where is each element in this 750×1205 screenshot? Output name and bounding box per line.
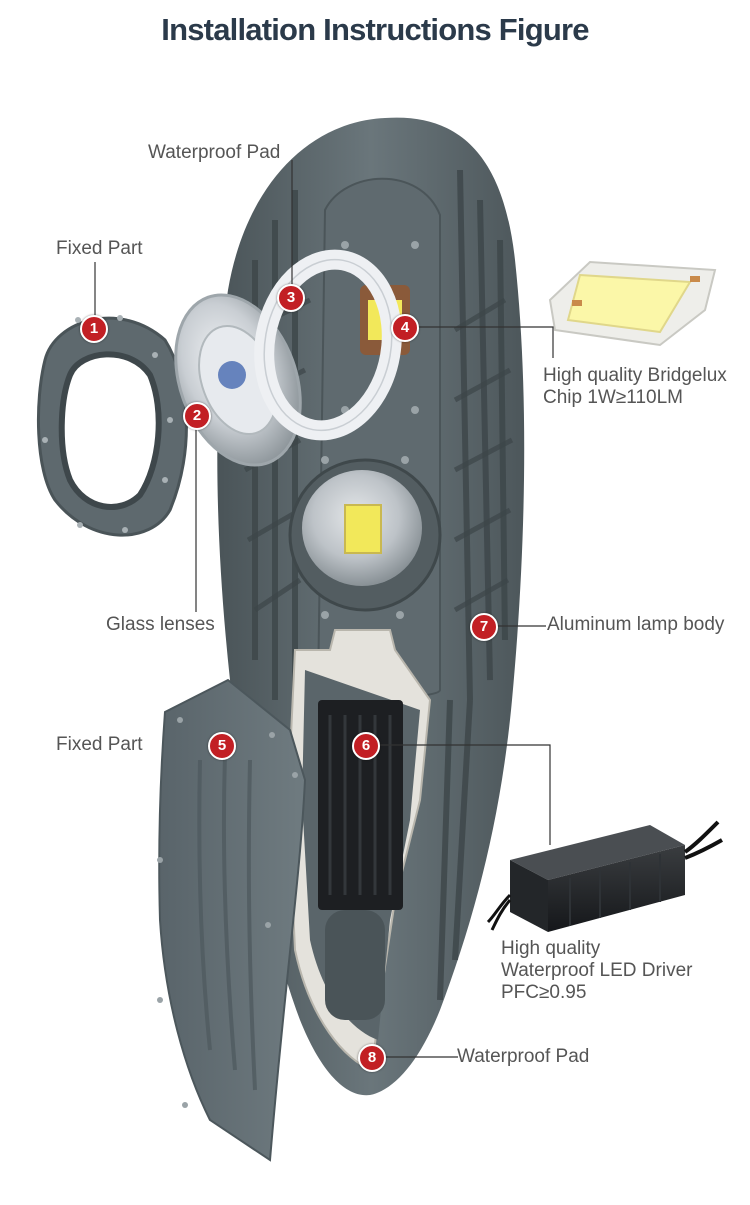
label-aluminum-lamp-body: Aluminum lamp body [547,614,725,635]
fixed-part-ring [36,315,188,537]
label-driver-line3: PFC≥0.95 [501,982,587,1003]
label-chip-line2: Chip 1W≥110LM [543,387,683,408]
led-chip-image [548,260,717,347]
label-waterproof-pad-bottom: Waterproof Pad [457,1046,590,1067]
marker-4: 4 [391,314,419,342]
label-chip-line1: High quality Bridgelux [543,365,727,386]
label-waterproof-pad-top: Waterproof Pad [148,142,281,163]
marker-5: 5 [208,732,236,760]
marker-8: 8 [358,1044,386,1072]
led-driver-image [486,820,723,932]
marker-6: 6 [352,732,380,760]
label-glass-lenses: Glass lenses [106,614,215,635]
marker-7: 7 [470,613,498,641]
label-fixed-part-bottom: Fixed Part [56,734,143,755]
fixed-part-cover [157,678,307,1162]
waterproof-pad-ring [254,249,402,441]
marker-1: 1 [80,315,108,343]
marker-3: 3 [277,284,305,312]
label-fixed-part-top: Fixed Part [56,238,143,259]
label-led-driver: High quality Waterproof LED Driver PFC≥0… [501,938,692,1004]
label-bridgelux-chip: High quality Bridgelux Chip 1W≥110LM [543,365,727,409]
marker-2: 2 [183,402,211,430]
page-title: Installation Instructions Figure [161,12,589,47]
label-driver-line1: High quality [501,938,601,959]
label-driver-line2: Waterproof LED Driver [501,960,693,981]
